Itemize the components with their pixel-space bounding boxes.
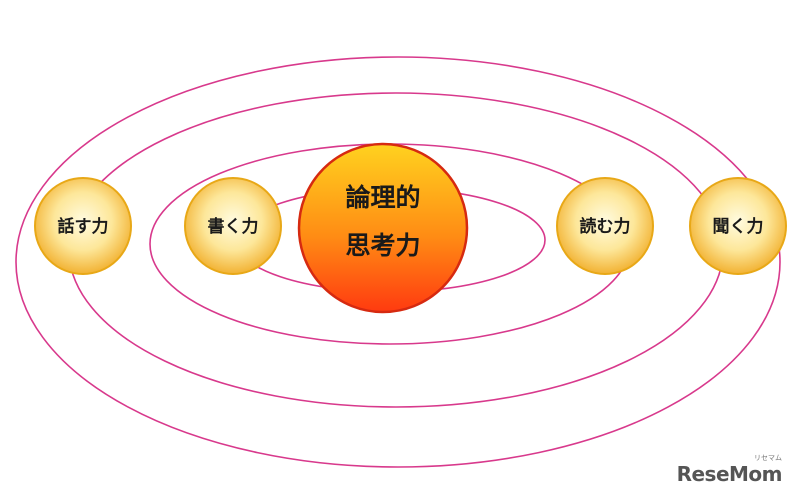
node-writing-label: 書く力 — [208, 216, 259, 237]
node-writing: 書く力 — [184, 177, 282, 275]
orbit-ring-outermost — [15, 56, 781, 468]
node-speaking: 話す力 — [34, 177, 132, 275]
center-label-line1: 論理的 — [345, 183, 420, 212]
logo-sub-text: リセマム — [754, 454, 782, 462]
logo-text: ReseMom — [676, 462, 783, 486]
node-speaking-label: 話す力 — [58, 216, 109, 237]
node-listening-label: 聞く力 — [713, 216, 764, 237]
center-node: 論理的 思考力 — [297, 142, 469, 314]
center-label-line2: 思考力 — [345, 231, 420, 260]
resemom-logo: ReseMom リセマム — [676, 454, 783, 486]
node-listening: 聞く力 — [689, 177, 787, 275]
node-reading: 読む力 — [556, 177, 654, 275]
node-reading-label: 読む力 — [580, 216, 631, 237]
